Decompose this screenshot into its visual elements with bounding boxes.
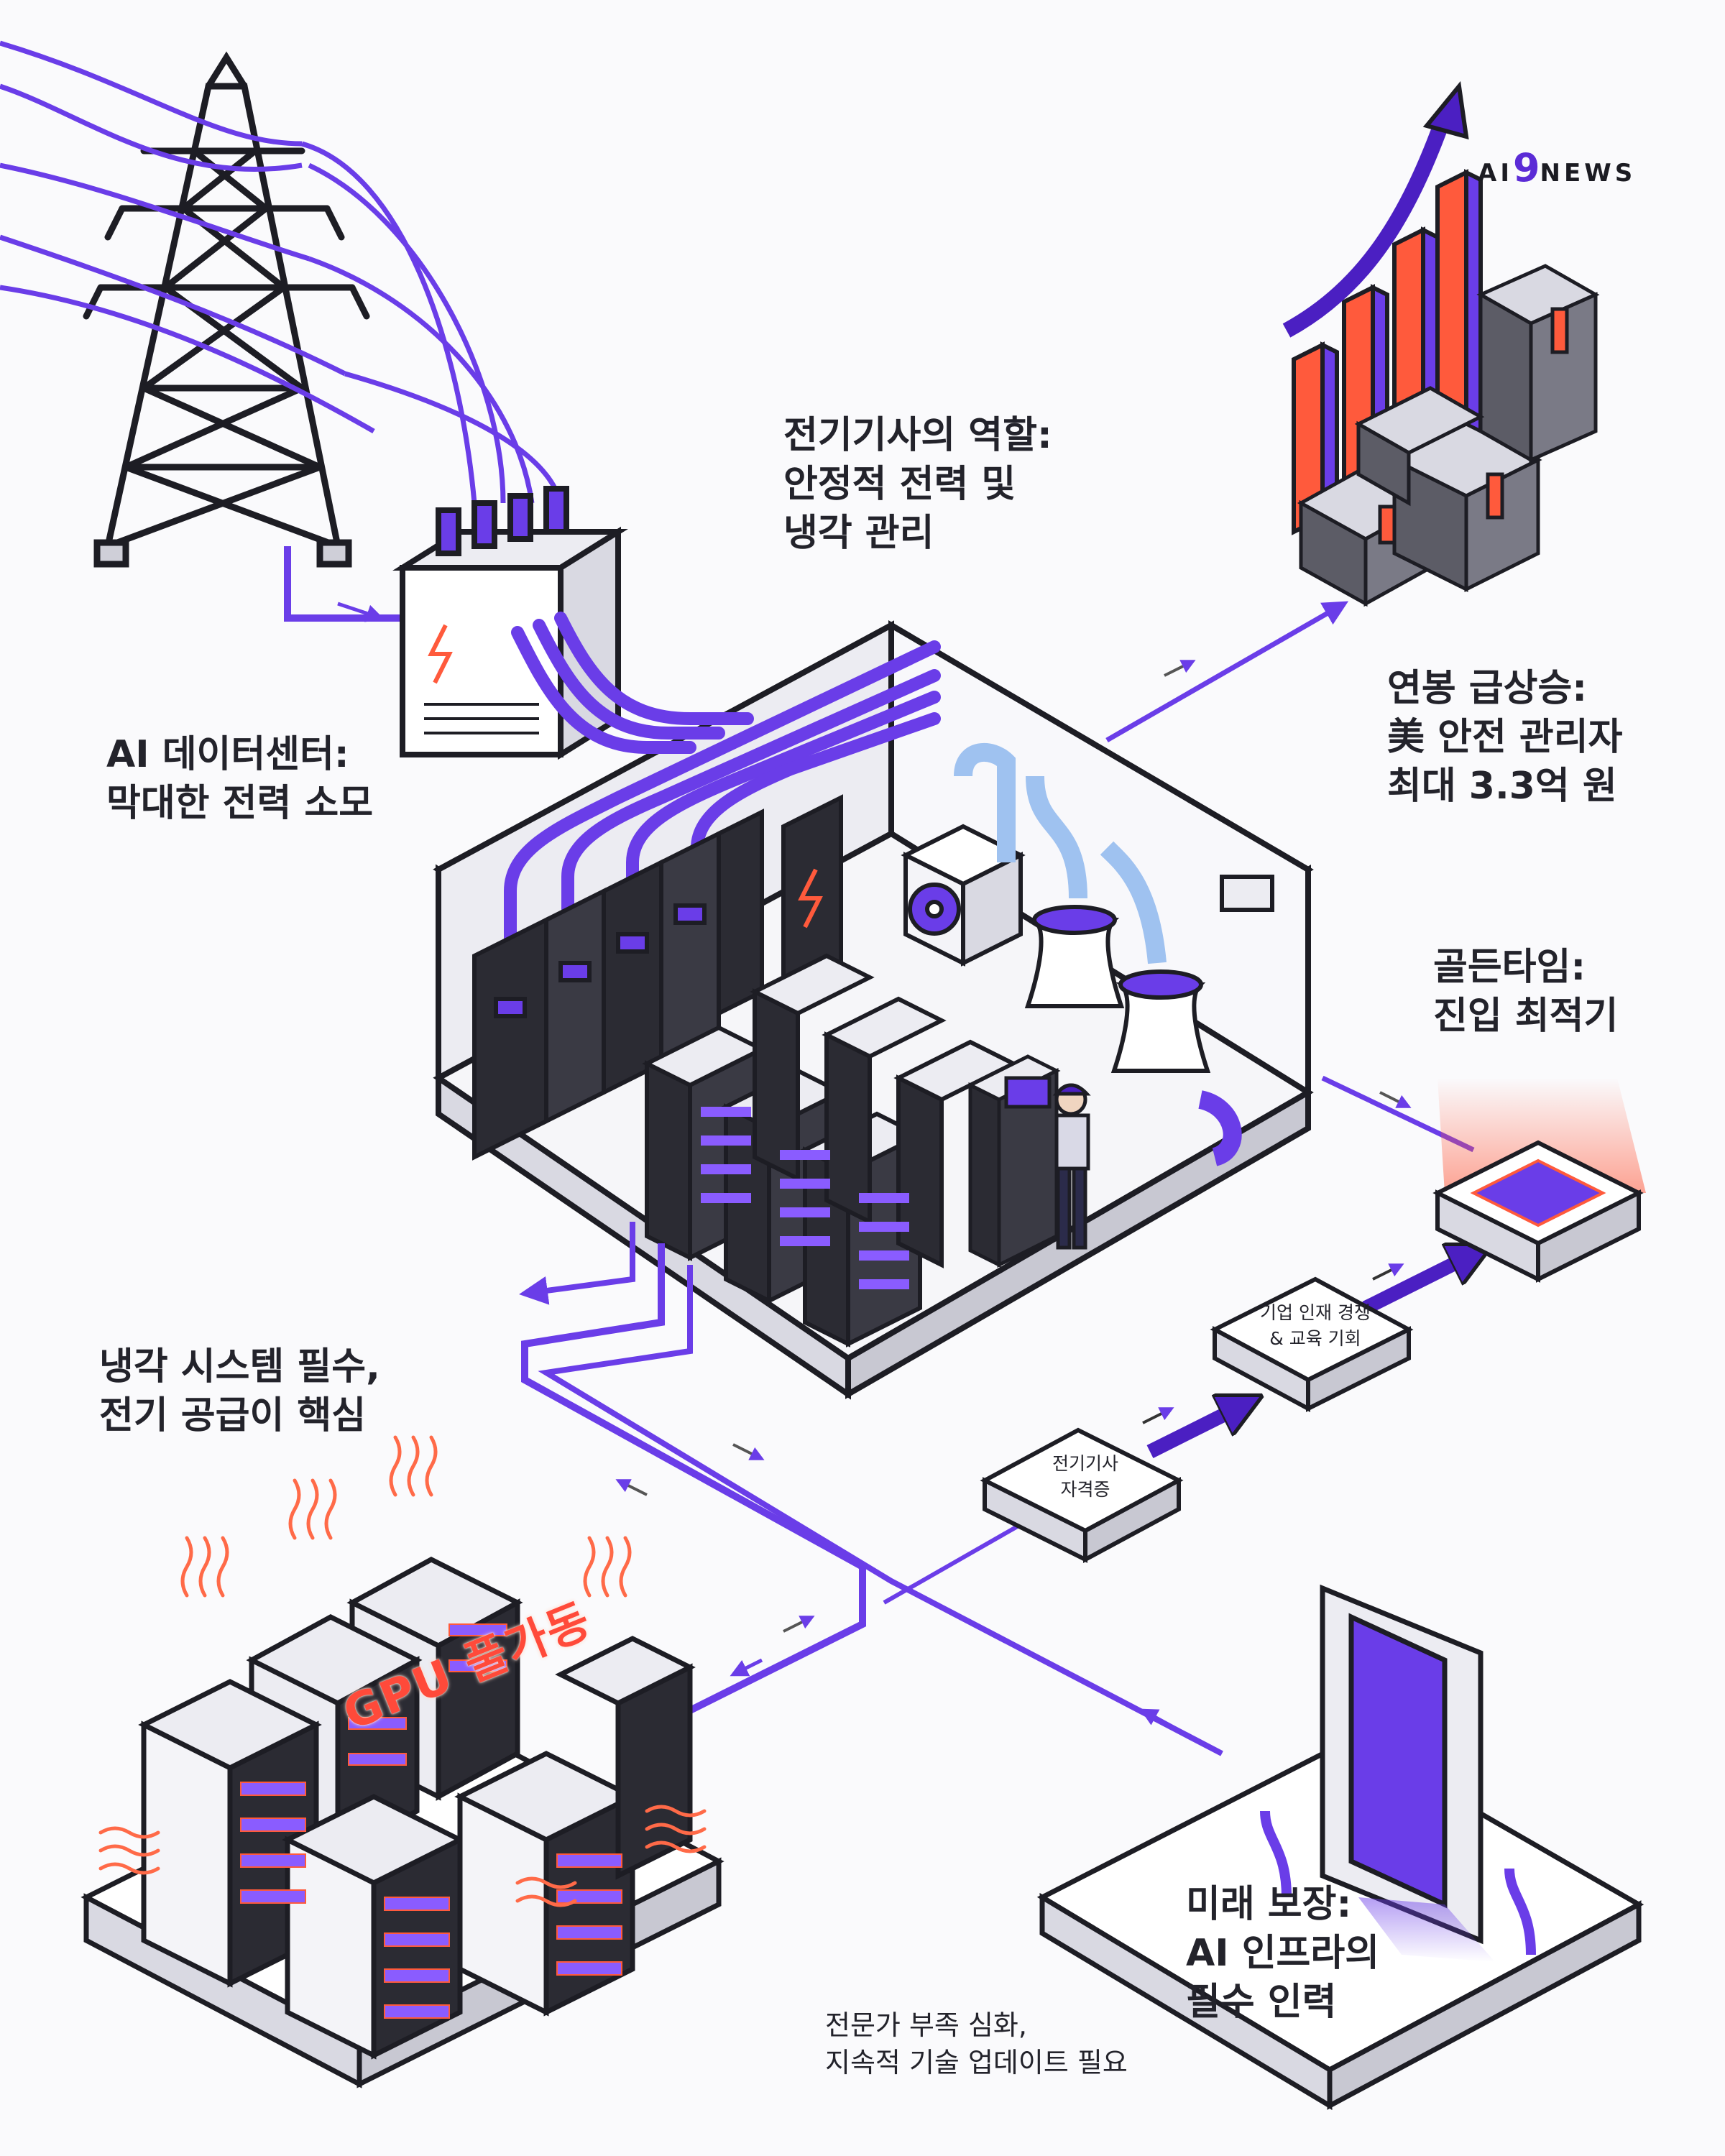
salary-label-line1: 연봉 급상승: — [1387, 667, 1588, 710]
role-label-line2: 안정적 전력 및 — [783, 463, 1016, 506]
golden-time-label-line2: 진입 최적기 — [1433, 995, 1619, 1038]
shortage-label-line2: 지속적 기술 업데이트 필요 — [825, 2047, 1128, 2078]
golden-time-label: 골든타임: 진입 최적기 — [1433, 943, 1618, 1041]
flow-arrows — [519, 601, 1481, 1756]
license-step-line2: 자격증 — [1060, 1479, 1110, 1500]
rack-leds — [701, 1107, 909, 1289]
future-label-line2: AI 인프라의 — [1186, 1932, 1380, 1975]
license-step: 전기기사 자격증 — [1006, 1445, 1164, 1509]
heat-wave-icon — [98, 1435, 707, 1907]
datacenter-label: AI 데이터센터: 막대한 전력 소모 — [106, 730, 373, 828]
electrical-panels — [472, 808, 764, 1161]
salary-label-line2: 美 안전 관리자 — [1387, 716, 1623, 759]
role-label: 전기기사의 역할: 안정적 전력 및 냉각 관리 — [783, 411, 1052, 558]
brand-logo: AI9NEWS — [1478, 145, 1636, 190]
power-pipes — [504, 612, 941, 1013]
future-label: 미래 보장: AI 인프라의 필수 인력 — [1186, 1880, 1379, 2027]
cooling-label: 냉각 시스템 필수, 전기 공급이 핵심 — [99, 1342, 380, 1440]
competition-step-line1: 기업 인재 경쟁 — [1260, 1302, 1371, 1323]
power-lines — [0, 40, 564, 622]
role-label-line1: 전기기사의 역할: — [783, 414, 1052, 457]
cooling-towers — [954, 743, 1274, 1166]
future-label-line1: 미래 보장: — [1186, 1883, 1352, 1926]
shortage-label: 전문가 부족 심화, 지속적 기술 업데이트 필요 — [825, 2007, 1128, 2081]
datacenter-label-line2: 막대한 전력 소모 — [106, 782, 374, 825]
transformer-icon — [392, 486, 628, 760]
money-stack-icon — [1297, 264, 1600, 607]
door-icon — [1036, 1584, 1644, 2111]
future-label-line3: 필수 인력 — [1186, 1981, 1337, 2024]
role-label-line3: 냉각 관리 — [783, 512, 934, 555]
logo-prefix: AI — [1478, 159, 1513, 188]
glow-square-icon — [1432, 1078, 1646, 1283]
competition-step: 기업 인재 경쟁 & 교육 기회 — [1229, 1294, 1402, 1358]
server-rack-icon — [642, 953, 1018, 1348]
cooling-label-line1: 냉각 시스템 필수, — [99, 1345, 380, 1388]
logo-nine: 9 — [1512, 145, 1540, 190]
shortage-label-line1: 전문가 부족 심화, — [825, 2009, 1027, 2041]
golden-time-label-line1: 골든타임: — [1433, 946, 1586, 989]
technician-icon — [966, 1054, 1091, 1268]
license-step-line1: 전기기사 — [1052, 1453, 1118, 1474]
salary-label-line3: 최대 3.3억 원 — [1387, 765, 1617, 808]
power-tower-icon — [83, 51, 370, 568]
competition-step-line2: & 교육 기회 — [1269, 1328, 1361, 1349]
cooling-label-line2: 전기 공급이 핵심 — [99, 1394, 367, 1437]
cooling-fan-icon — [901, 824, 1026, 967]
datacenter-label-line1: AI 데이터센터: — [106, 733, 349, 776]
logo-suffix: NEWS — [1540, 159, 1637, 188]
gpu-rack-leds — [240, 1623, 622, 2019]
salary-label: 연봉 급상승: 美 안전 관리자 최대 3.3억 원 — [1387, 664, 1622, 811]
step-platforms — [980, 1276, 1414, 1564]
